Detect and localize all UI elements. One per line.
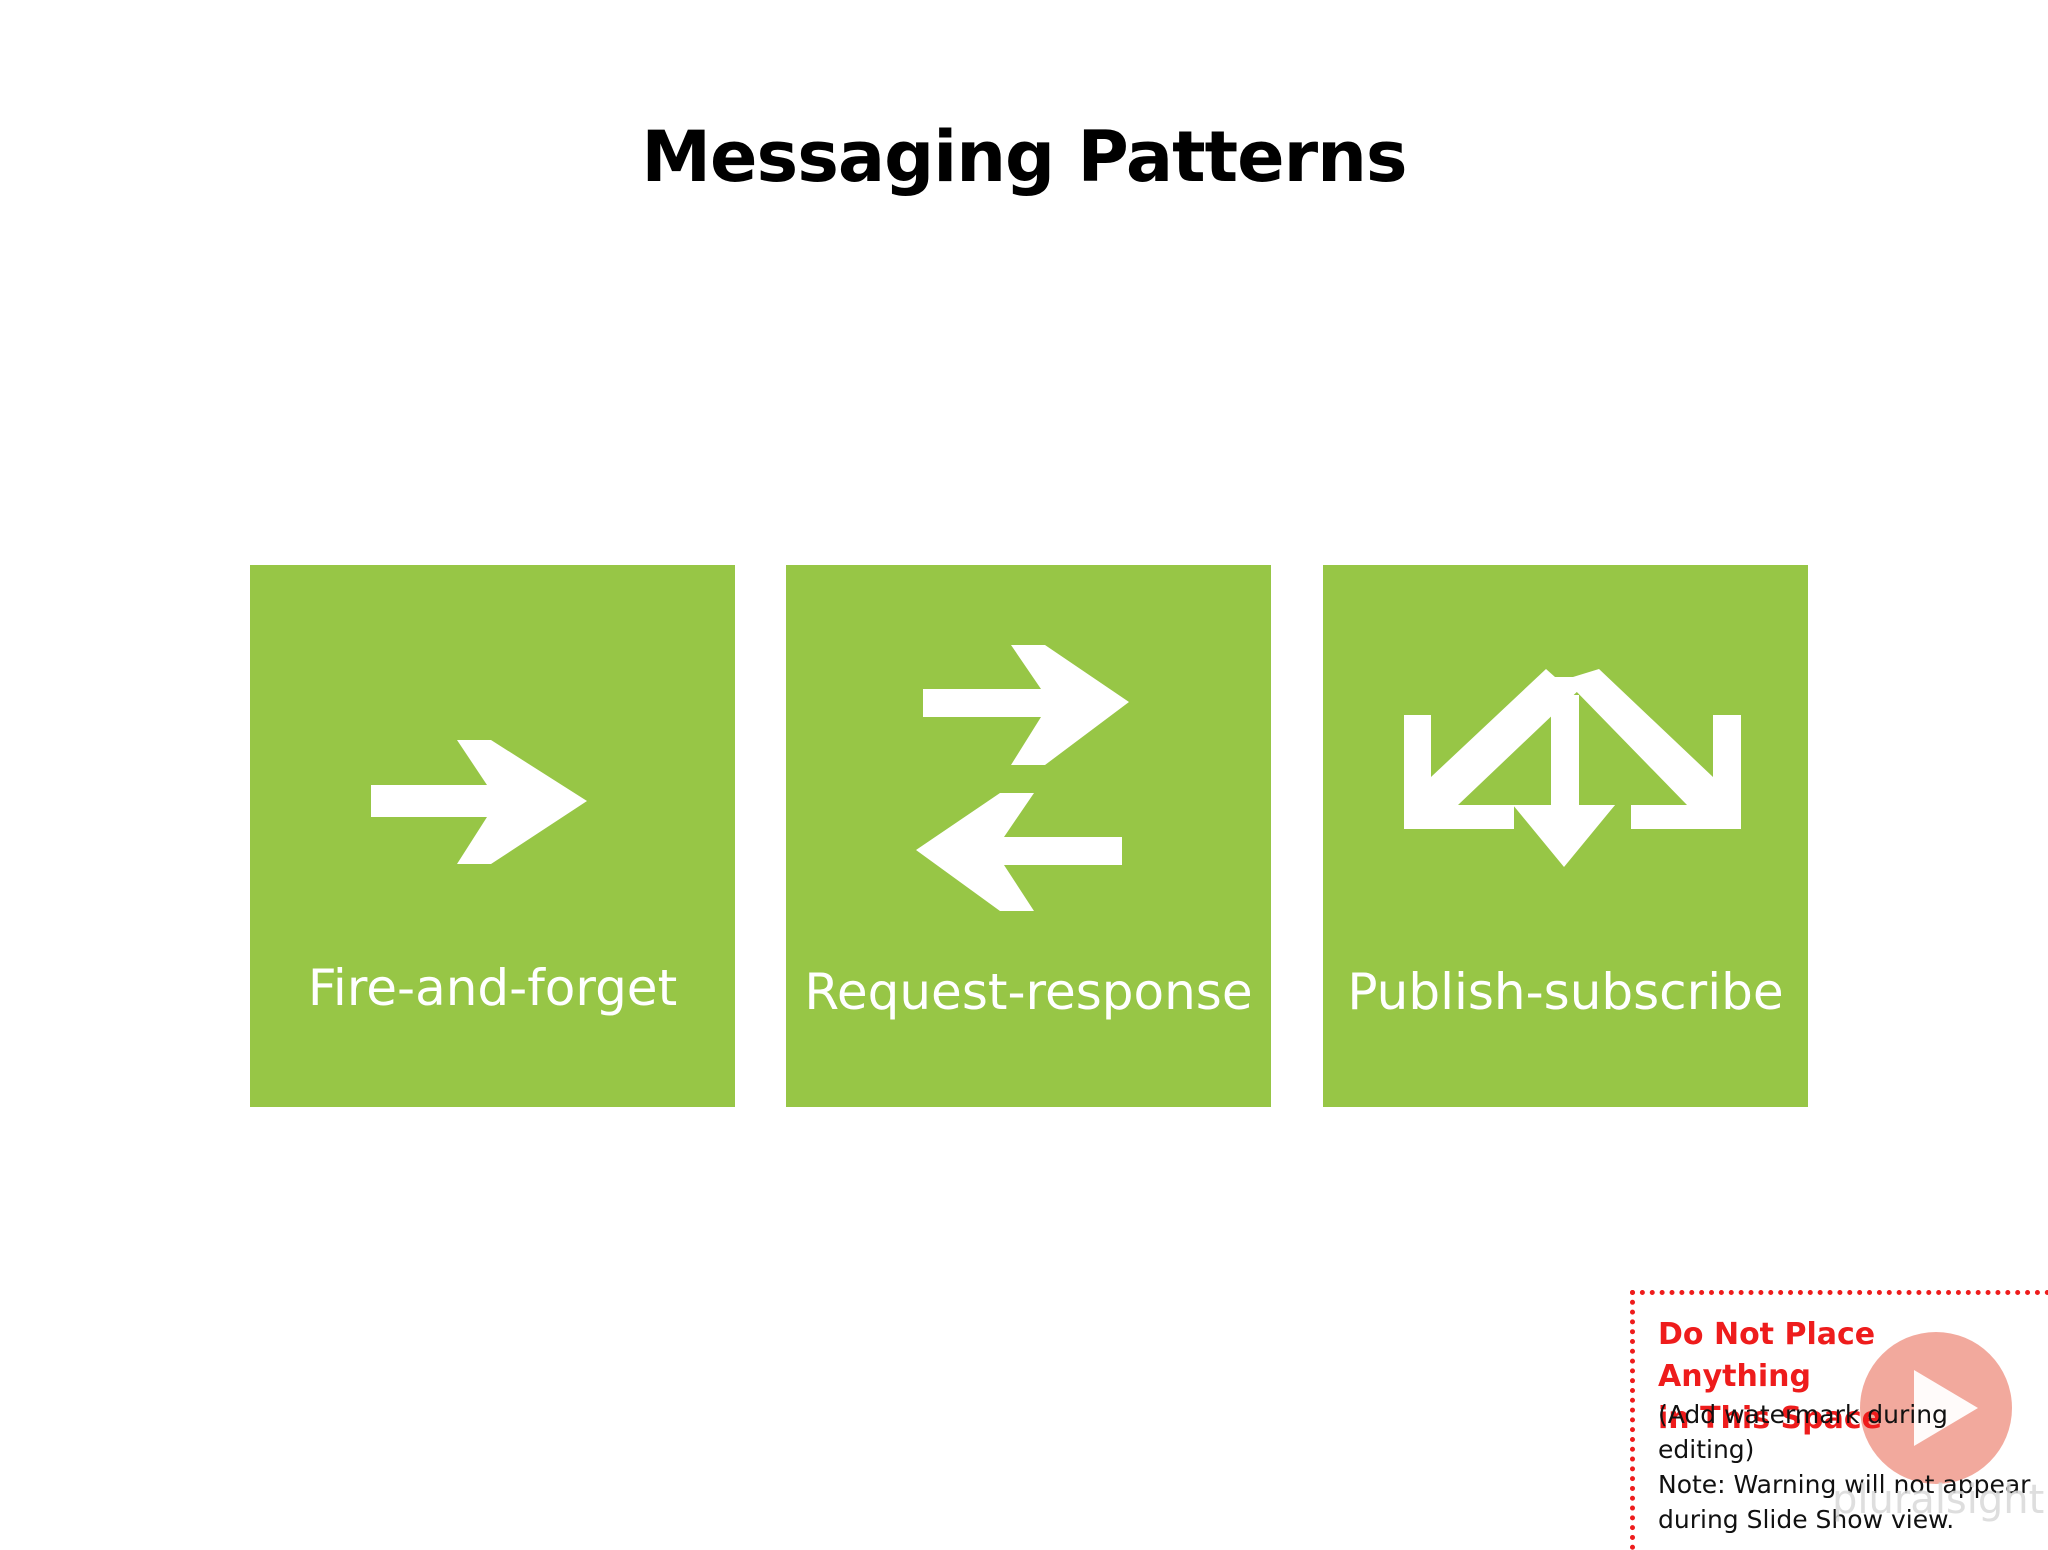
- arrows-fan-out-icon: [1404, 669, 1741, 867]
- reserved-note-line-3: Note: Warning will not appear: [1658, 1470, 2031, 1499]
- reserved-heading: Do Not Place Anything in This Space: [1658, 1314, 2038, 1440]
- watermark-brand: pluralsight: [1832, 1477, 2045, 1523]
- reserved-heading-line-2: in This Space: [1658, 1401, 1882, 1436]
- reserved-zone-border: [1630, 1290, 2048, 1550]
- pattern-tile-request-response: [786, 565, 1271, 1107]
- pattern-tile-fire-and-forget: [250, 565, 735, 1107]
- arrows-exchange-icon: [916, 645, 1129, 911]
- pattern-label-publish-subscribe: Publish-subscribe: [1347, 963, 1784, 1021]
- pattern-tile-publish-subscribe: [1323, 565, 1808, 1107]
- reserved-note-line-1: (Add watermark during: [1658, 1400, 1948, 1429]
- slide-title: Messaging Patterns: [641, 116, 1407, 198]
- play-icon: [1860, 1332, 2012, 1484]
- reserved-note-line-2: editing): [1658, 1435, 1755, 1464]
- pattern-label-fire-and-forget: Fire-and-forget: [307, 959, 678, 1017]
- reserved-heading-line-1: Do Not Place Anything: [1658, 1317, 1876, 1394]
- arrow-right-icon: [371, 740, 587, 864]
- pattern-label-request-response: Request-response: [804, 963, 1253, 1021]
- reserved-note-line-4: during Slide Show view.: [1658, 1505, 1955, 1534]
